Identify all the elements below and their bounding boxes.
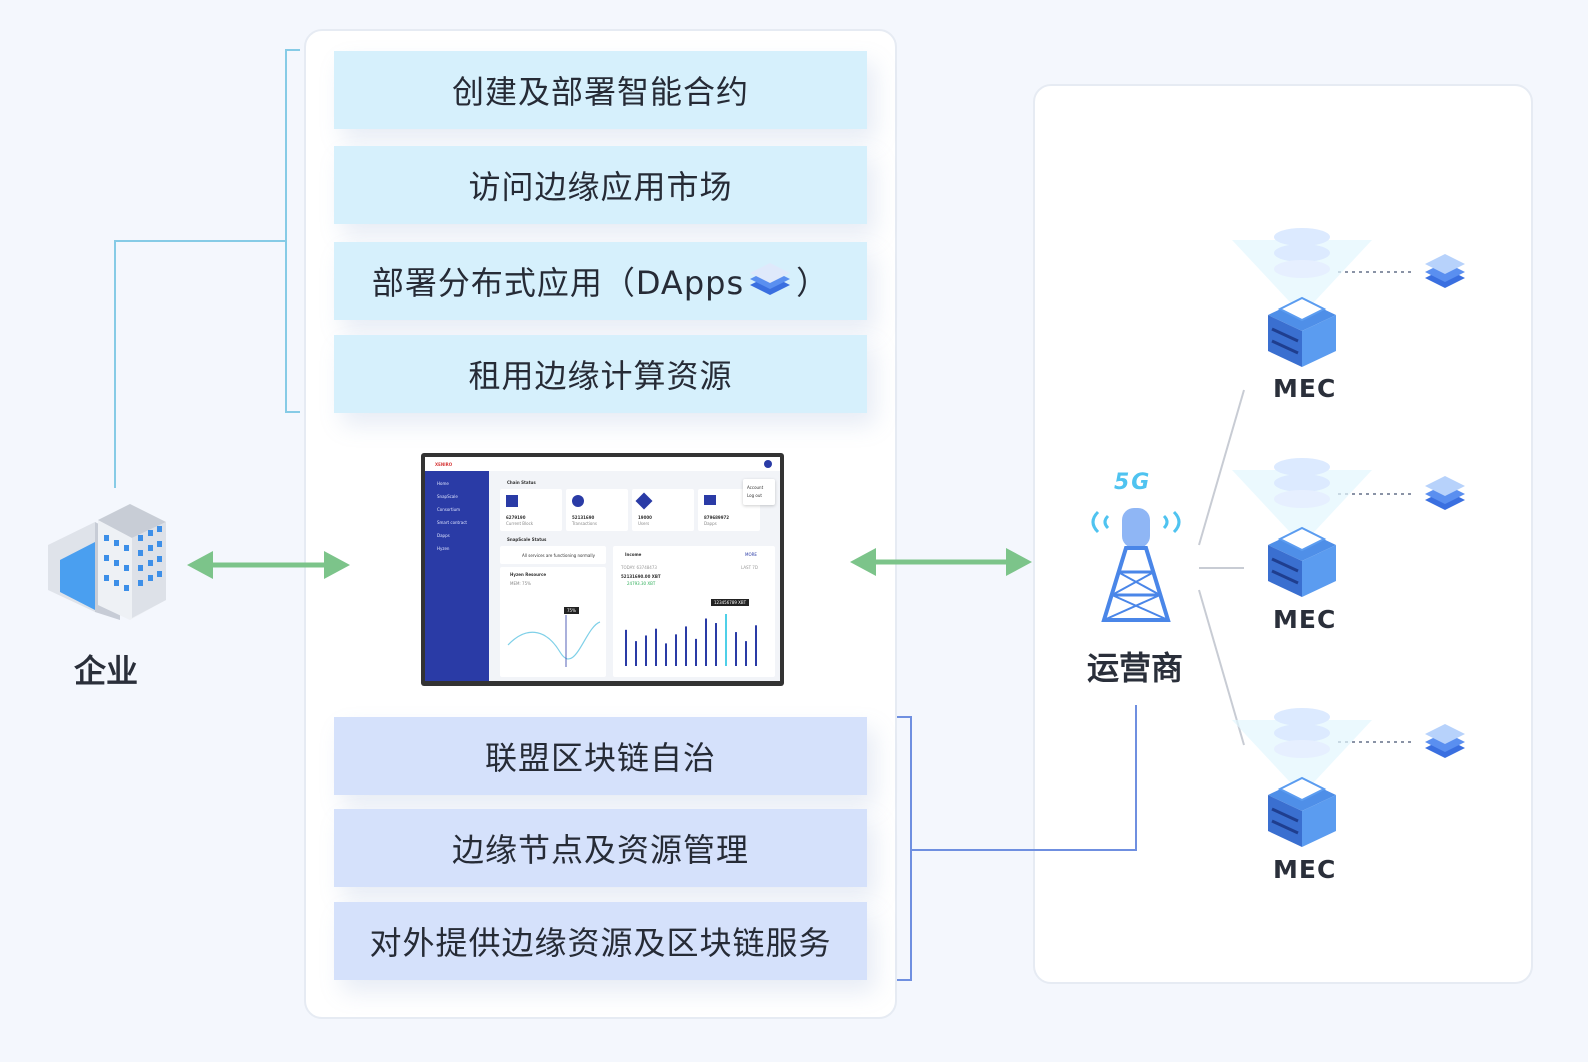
dashboard-topbar: XENIRO [425,457,780,471]
hyzen-title: Hyzen Resource [510,572,547,577]
feature-external-services: 对外提供边缘资源及区块链服务 [334,902,867,980]
income-bar [695,638,697,666]
snapscale-card: All services are functioning normally [500,546,606,564]
income-bar [665,643,667,666]
income-bar [635,641,637,666]
stat-label: Users [638,521,650,526]
arrow-platform-operator [850,548,1032,576]
dapp-layers-icon-1 [1425,254,1465,288]
feature-deploy-dapps: 部署分布式应用（DApps ） [334,242,867,320]
feature-edge-market: 访问边缘应用市场 [334,146,867,224]
stat-label: Transactions [572,521,597,526]
dashboard-screenshot: XENIRO Home SnapScale Consortium Smart c… [421,453,784,686]
building-icon [48,504,166,620]
avatar[interactable] [764,460,772,468]
stat-card-dapps: 879689972 Dapps [698,489,760,531]
hyzen-sub: MEM: 75% [510,581,531,586]
income-change: 24793.30 XBT [627,581,656,586]
income-bar [705,618,707,666]
income-bar [675,634,677,666]
operator-label: 运营商 [1087,649,1184,687]
mec-server-icon-1 [1232,228,1372,367]
feature-consortium: 联盟区块链自治 [334,717,867,795]
operator-connector [911,705,1137,851]
stat-card-block: 6279190 Current Block [500,489,562,531]
badge-5g: 5G [1114,470,1152,495]
hyzen-tooltip: 75% [564,607,579,614]
stat-card-transactions: 52131690 Transactions [566,489,628,531]
hyzen-curve [507,615,601,667]
dapp-layers-icon-2 [1425,476,1465,510]
income-title: Income [625,552,642,557]
feature-node-management: 边缘节点及资源管理 [334,809,867,887]
income-bar [685,626,687,666]
stat-label: Dapps [704,521,717,526]
nav-hyzen[interactable]: Hyzen [437,546,450,551]
nav-snapscale[interactable]: SnapScale [437,494,458,499]
mec-dotted [1338,271,1415,743]
income-bar [745,641,747,666]
income-bar [715,623,717,666]
dapp-layers-icon-3 [1425,724,1465,758]
nav-dapps[interactable]: Dapps [437,533,450,538]
tower-icon [1091,508,1181,622]
nav-consortium[interactable]: Consortium [437,507,461,512]
dashboard-brand: XENIRO [435,462,453,467]
bottom-bracket [897,716,912,981]
account-menu: Account Log out [743,479,775,505]
income-bar [735,632,737,666]
stat-value: 6279190 [506,515,526,520]
snapscale-message: All services are functioning normally [522,553,595,558]
feature-rent-compute: 租用边缘计算资源 [334,335,867,413]
snapscale-title: SnapScale Status [507,537,547,542]
menu-logout[interactable]: Log out [747,493,762,498]
stat-label: Current Block [506,521,534,526]
income-bar [725,614,727,666]
income-bar [755,625,757,666]
mec-label-2: MEC [1273,605,1337,634]
income-tooltip: 123456789 XBT [711,599,750,606]
stat-value: 52131690 [572,515,595,520]
top-bracket [285,49,300,413]
income-bar [625,629,627,666]
enterprise-label: 企业 [74,652,139,690]
arrow-enterprise-platform [187,551,350,579]
nav-smart-contract[interactable]: Smart contract [437,520,467,525]
mec-label-1: MEC [1273,374,1337,403]
income-bar-chart [625,614,757,666]
income-period[interactable]: LAST 7D [741,565,758,570]
menu-account[interactable]: Account [747,485,764,490]
income-bar [645,635,647,666]
dapps-layers-icon [750,263,791,295]
hyzen-card: Hyzen Resource MEM: 75% 75% [500,567,606,677]
stat-value: 19000 [638,515,652,520]
income-value: 52131690.00 XBT [621,574,661,579]
income-today: TODAY: 63748473 [621,565,657,570]
stat-card-users: 19000 Users [632,489,694,531]
feature-smart-contract: 创建及部署智能合约 [334,51,867,129]
dashboard-sidebar: Home SnapScale Consortium Smart contract… [425,471,489,681]
mec-label-3: MEC [1273,855,1337,884]
nav-home[interactable]: Home [437,481,449,486]
chain-status-title: Chain Status [507,480,536,485]
income-bar [655,628,657,666]
income-card: Income MORE TODAY: 63748473 LAST 7D 5213… [613,546,775,677]
stat-value: 879689972 [704,515,730,520]
mec-server-icon-2 [1232,458,1372,597]
mec-links [1198,389,1245,746]
income-more-link[interactable]: MORE [745,552,757,557]
mec-server-icon-3 [1232,708,1372,847]
enterprise-connector [114,240,286,488]
